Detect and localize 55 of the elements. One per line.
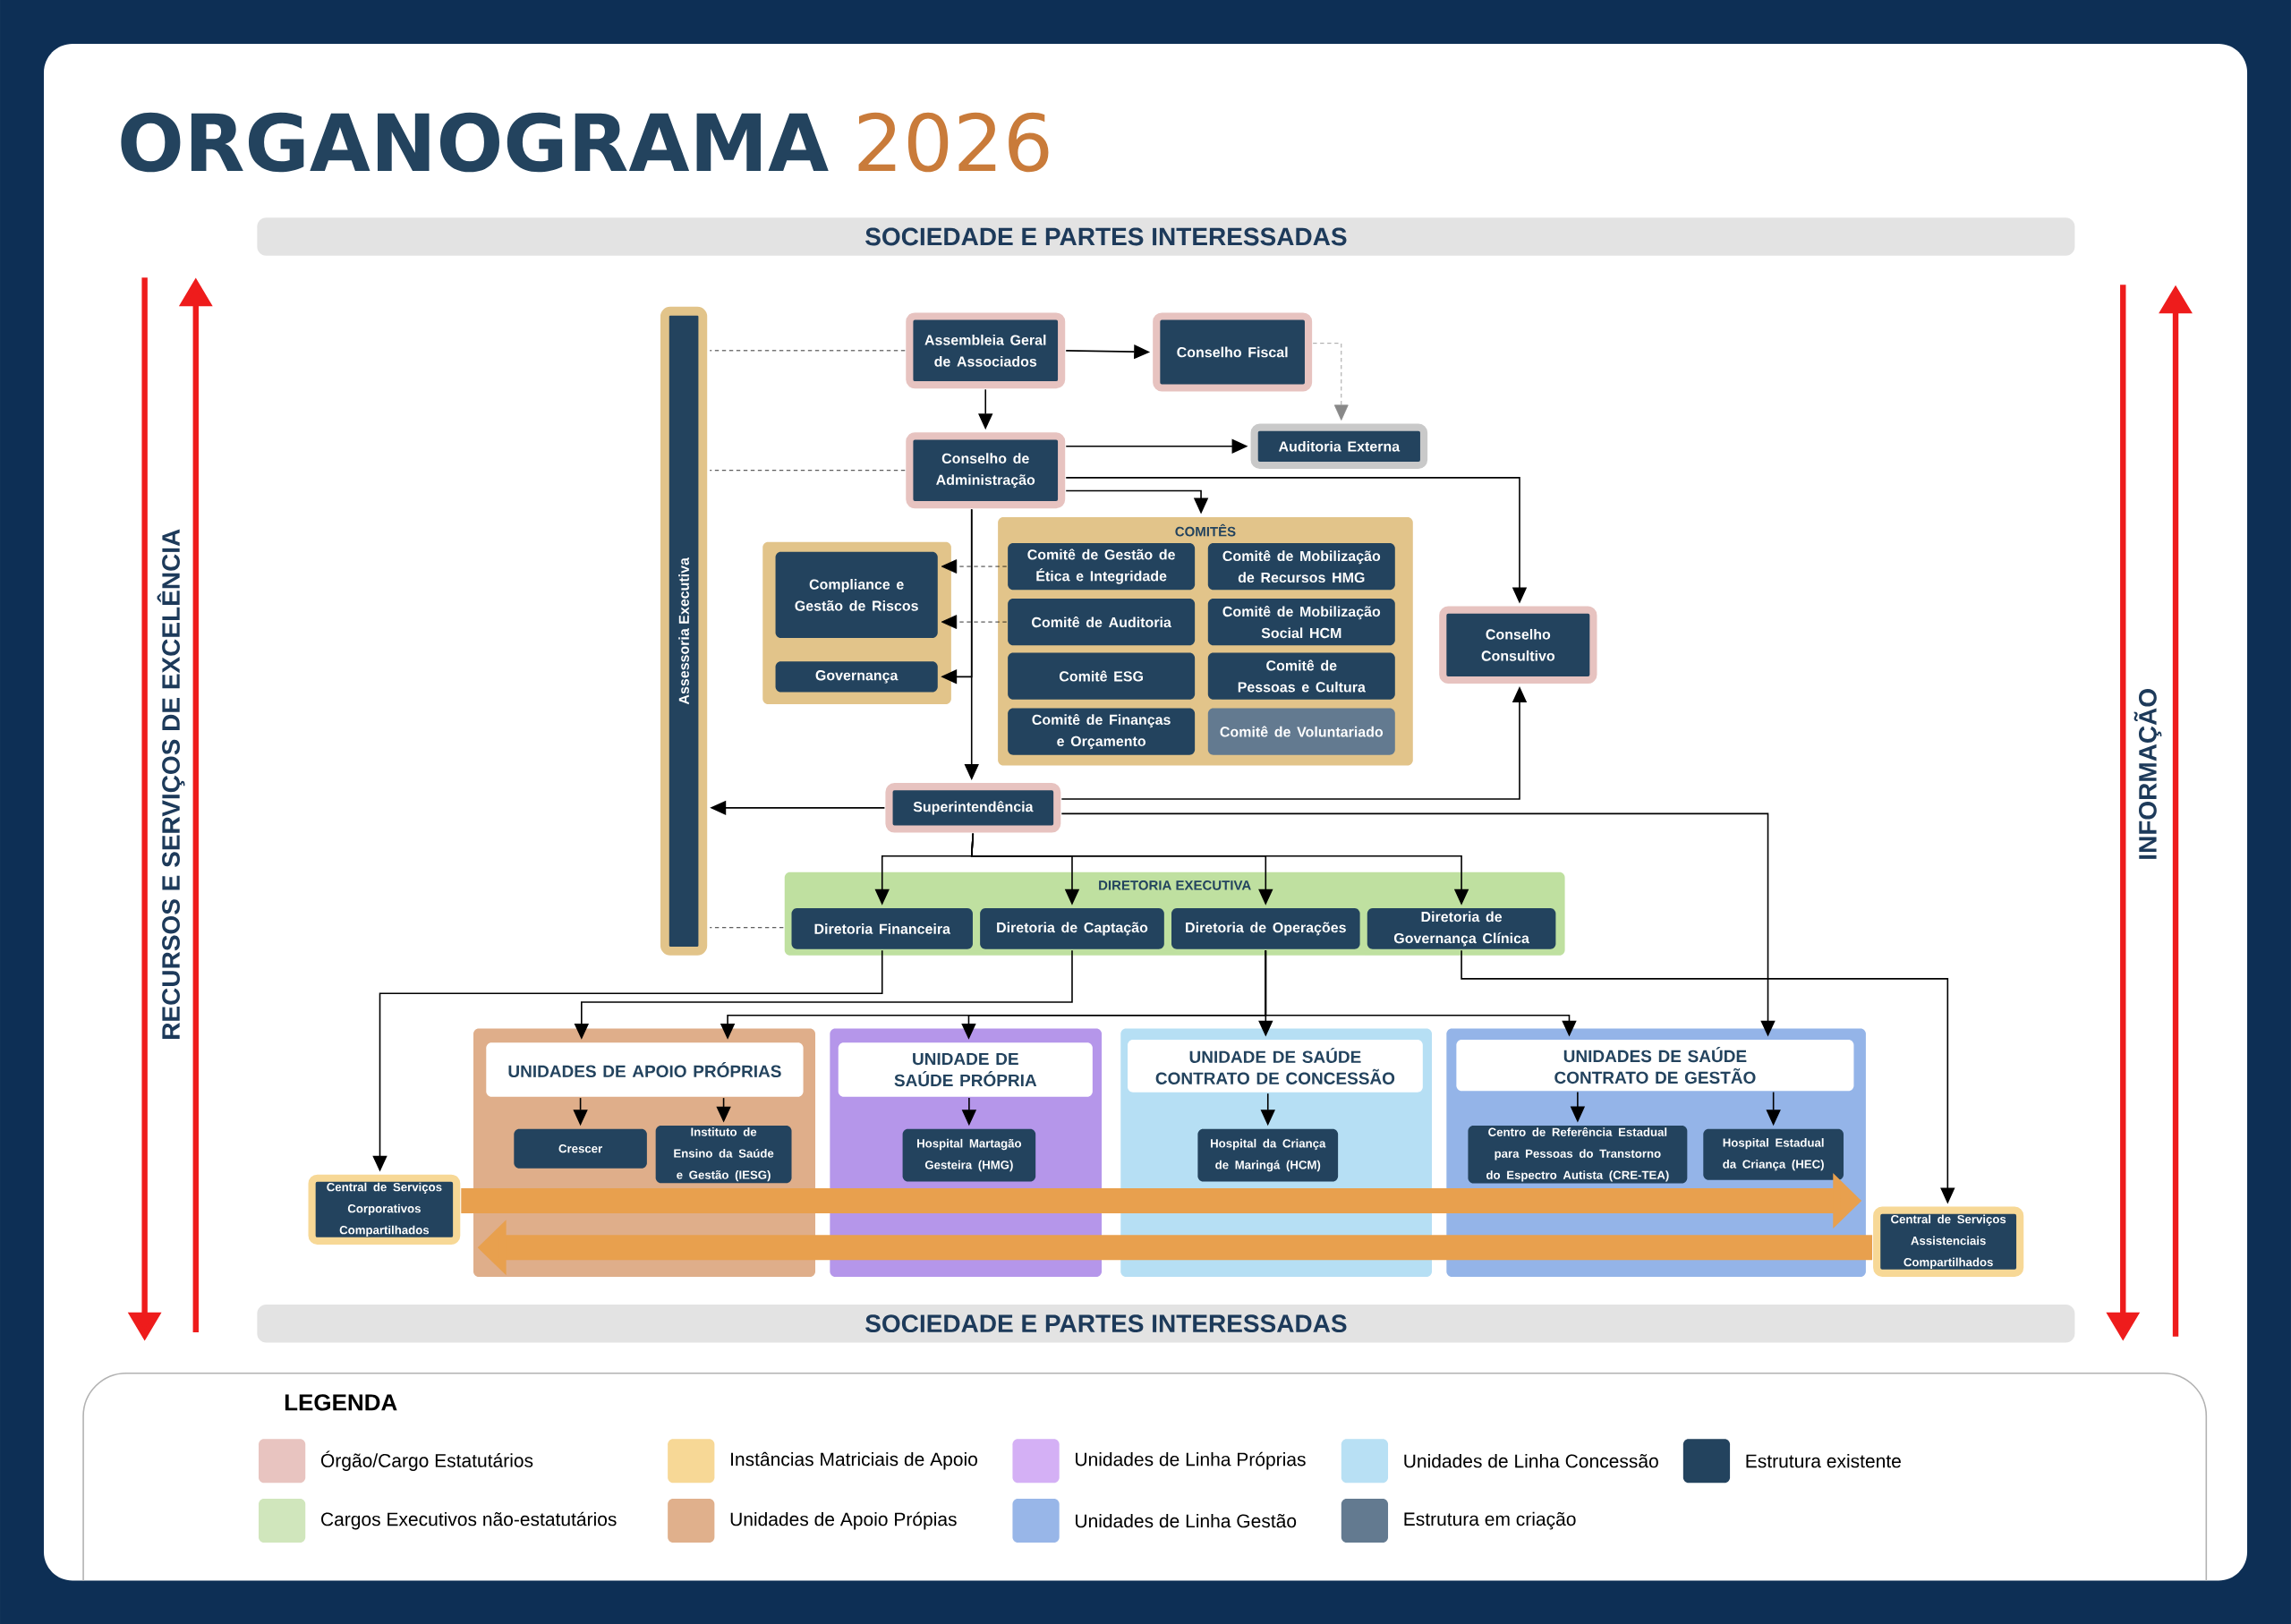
year: 2026 bbox=[858, 112, 1049, 173]
dashed-line bbox=[709, 350, 906, 351]
org-box: Governança bbox=[775, 660, 938, 693]
legend-text: Unidades de Apoio Própias bbox=[730, 1511, 957, 1530]
unit-box: Hospital da Criança de Maringá (HCM) bbox=[1197, 1128, 1339, 1182]
unit-box: Hospital Martagão Gesteira (HMG) bbox=[902, 1128, 1036, 1182]
org-box: Diretoria de Governança Clínica bbox=[1367, 907, 1556, 949]
connector-arrow bbox=[1312, 343, 1349, 421]
connector-arrow bbox=[941, 558, 1008, 574]
legend-text: Estrutura em criação bbox=[1404, 1511, 1576, 1530]
org-box: Conselho Fiscal bbox=[1153, 312, 1313, 392]
org-box: Conselho de Administração bbox=[906, 432, 1066, 508]
org-box: Comitê de Mobilização de Recursos HMG bbox=[1207, 542, 1395, 590]
org-box: Diretoria Financeira bbox=[791, 907, 973, 949]
unit-box: Crescer bbox=[514, 1128, 647, 1169]
service-box: Central de Serviços Assistenciais Compartilhados bbox=[1873, 1206, 2024, 1277]
banner: SOCIEDADE E PARTES INTERESSADAS bbox=[257, 217, 2075, 256]
unit-box: Instituto de Ensino da Saúde e Gestão (IESG) bbox=[655, 1125, 792, 1184]
org-box: Comitê de Pessoas e Cultura bbox=[1207, 652, 1395, 700]
org-box: Diretoria de Captação bbox=[980, 907, 1164, 949]
legend-text: Estrutura existente bbox=[1746, 1453, 1901, 1468]
side-label: RECURSOS E SERVIÇOS DE EXCELÊNCIA bbox=[157, 529, 185, 1039]
org-box: Assembleia Geral de Associados bbox=[906, 312, 1066, 389]
legend-title: LEGENDA bbox=[285, 1393, 397, 1411]
org-box: Comitê de Voluntariado bbox=[1207, 708, 1395, 755]
legend-text: Órgão/Cargo Estatutários bbox=[320, 1450, 533, 1471]
unit-header: UNIDADES DE SAÚDE CONTRATO DE GESTÃO bbox=[1456, 1039, 1854, 1091]
service-box: Central de Serviços Corporativos Compartilhados bbox=[308, 1174, 461, 1245]
advisory-bar: Assessoria Executiva bbox=[660, 306, 708, 956]
org-box: Comitê de Finanças e Orçamento bbox=[1008, 708, 1196, 755]
org-box: Diretoria de Operações bbox=[1171, 907, 1360, 949]
org-box: Superintendência bbox=[885, 782, 1061, 833]
side-label: INFORMAÇÃO bbox=[2133, 688, 2162, 859]
org-box: Auditoria Externa bbox=[1250, 423, 1428, 469]
legend-text: Instâncias Matriciais de Apoio bbox=[731, 1451, 977, 1470]
connector-arrow bbox=[941, 615, 1008, 629]
unit-header: UNIDADE DE SAÚDE PRÓPRIA bbox=[838, 1042, 1093, 1097]
dashed-line bbox=[709, 470, 906, 471]
unit-header: UNIDADE DE SAÚDE CONTRATO DE CONCESSÃO bbox=[1128, 1039, 1423, 1093]
title: ORGANOGRAMA bbox=[121, 112, 829, 173]
unit-box: Centro de Referência Estadual para Pessoas do Transtorno do Espectro Autista (CRE-TEA) bbox=[1468, 1125, 1688, 1184]
org-box: Comitê ESG bbox=[1008, 652, 1196, 700]
org-box: Comitê de Mobilização Social HCM bbox=[1207, 598, 1395, 645]
banner: SOCIEDADE E PARTES INTERESSADAS bbox=[257, 1304, 2075, 1343]
org-box: Comitê de Gestão de Ética e Integridade bbox=[1008, 542, 1196, 590]
legend-text: Cargos Executivos não-estatutários bbox=[321, 1511, 617, 1530]
legend-text: Unidades de Linha Gestão bbox=[1076, 1513, 1297, 1528]
org-box: Compliance e Gestão de Riscos bbox=[775, 551, 938, 638]
dashed-line bbox=[709, 927, 784, 928]
legend-text: Unidades de Linha Próprias bbox=[1076, 1451, 1306, 1470]
org-box: Comitê de Auditoria bbox=[1008, 598, 1196, 645]
org-box: Conselho Consultivo bbox=[1439, 606, 1597, 684]
legend-text: Unidades de Linha Concessão bbox=[1404, 1453, 1658, 1468]
unit-header: UNIDADES DE APOIO PRÓPRIAS bbox=[486, 1042, 804, 1097]
unit-box: Hospital Estadual da Criança (HEC) bbox=[1703, 1128, 1844, 1180]
